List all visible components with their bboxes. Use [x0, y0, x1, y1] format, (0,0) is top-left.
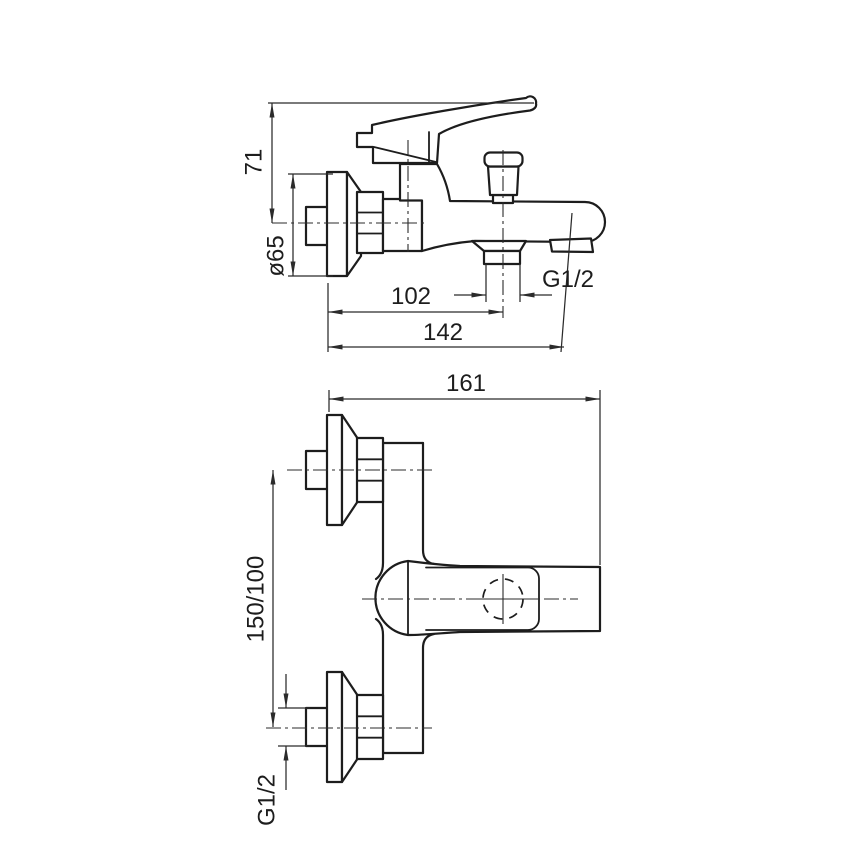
wall-flange-plate [325, 170, 349, 278]
lower-flange-plate [325, 670, 344, 784]
dimension-spacing-150-100: 150/100 [243, 470, 276, 727]
plan-view: 161 150/100 G1/2 [243, 370, 602, 826]
body-cylinder [381, 197, 424, 253]
leader-line [560, 212, 573, 353]
handle-lever [355, 95, 538, 165]
handle-cap-edge [373, 146, 437, 163]
inlet-stub [304, 205, 330, 247]
spout-tip [548, 237, 595, 254]
dimension-flange-dia-65: ø65 [263, 173, 333, 277]
upper-mounting-nut [355, 436, 385, 504]
lower-inlet-stub [304, 706, 330, 748]
dim-label-71: 71 [241, 149, 268, 176]
dimension-outlet-102: 102 [327, 283, 503, 352]
lower-mounting-nut [355, 693, 385, 761]
dim-label-g12-outlet: G1/2 [542, 266, 594, 293]
shower-outlet-collar [470, 239, 528, 253]
dim-label-142: 142 [423, 319, 463, 346]
lower-flange-cone [340, 670, 360, 784]
plan-upper-wall-connection [304, 413, 385, 527]
faucet-body-plan [374, 559, 602, 637]
body-outline [374, 559, 602, 637]
dim-label-g12-inlet: G1/2 [254, 774, 281, 826]
plan-lower-wall-connection [304, 670, 385, 784]
dim-label-102: 102 [391, 283, 431, 310]
side-view: 71 ø65 102 142 G1/2 [241, 95, 607, 353]
dimension-height-71: 71 [241, 102, 534, 223]
dimension-depth-161: 161 [328, 370, 601, 565]
dimension-outlet-thread-g12: G1/2 [454, 212, 594, 353]
shower-outlet-thread [482, 249, 522, 266]
dimension-inlet-thread-g12: G1/2 [254, 674, 310, 826]
dim-label-150-100: 150/100 [243, 556, 270, 643]
dimension-reach-142: 142 [328, 319, 564, 350]
dim-label-161: 161 [446, 370, 486, 397]
handle-outline [355, 95, 538, 165]
dim-label-dia65: ø65 [263, 235, 290, 276]
